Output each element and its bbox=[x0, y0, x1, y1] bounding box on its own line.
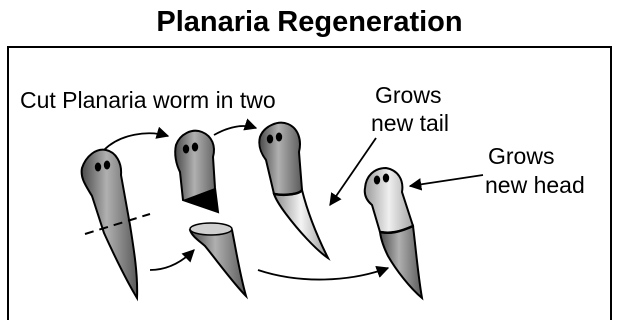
label-tail-line1: Grows bbox=[375, 82, 441, 108]
label-head-line1: Grows bbox=[488, 143, 554, 169]
label-head-line2: new head bbox=[485, 172, 585, 198]
arrow-cut-head bbox=[104, 133, 168, 150]
worm-growing-tail bbox=[259, 123, 328, 258]
arrow-tail-to-regrow bbox=[258, 268, 388, 280]
tail-piece bbox=[190, 223, 246, 296]
pointer-new-head bbox=[410, 175, 483, 186]
worm-growing-head bbox=[365, 168, 422, 298]
head-piece bbox=[175, 131, 218, 212]
arrow-cut-tail bbox=[150, 250, 194, 270]
label-cut: Cut Planaria worm in two bbox=[20, 87, 276, 113]
whole-worm bbox=[82, 150, 138, 298]
arrow-head-to-regrow bbox=[214, 126, 256, 135]
label-tail-line2: new tail bbox=[371, 110, 449, 136]
